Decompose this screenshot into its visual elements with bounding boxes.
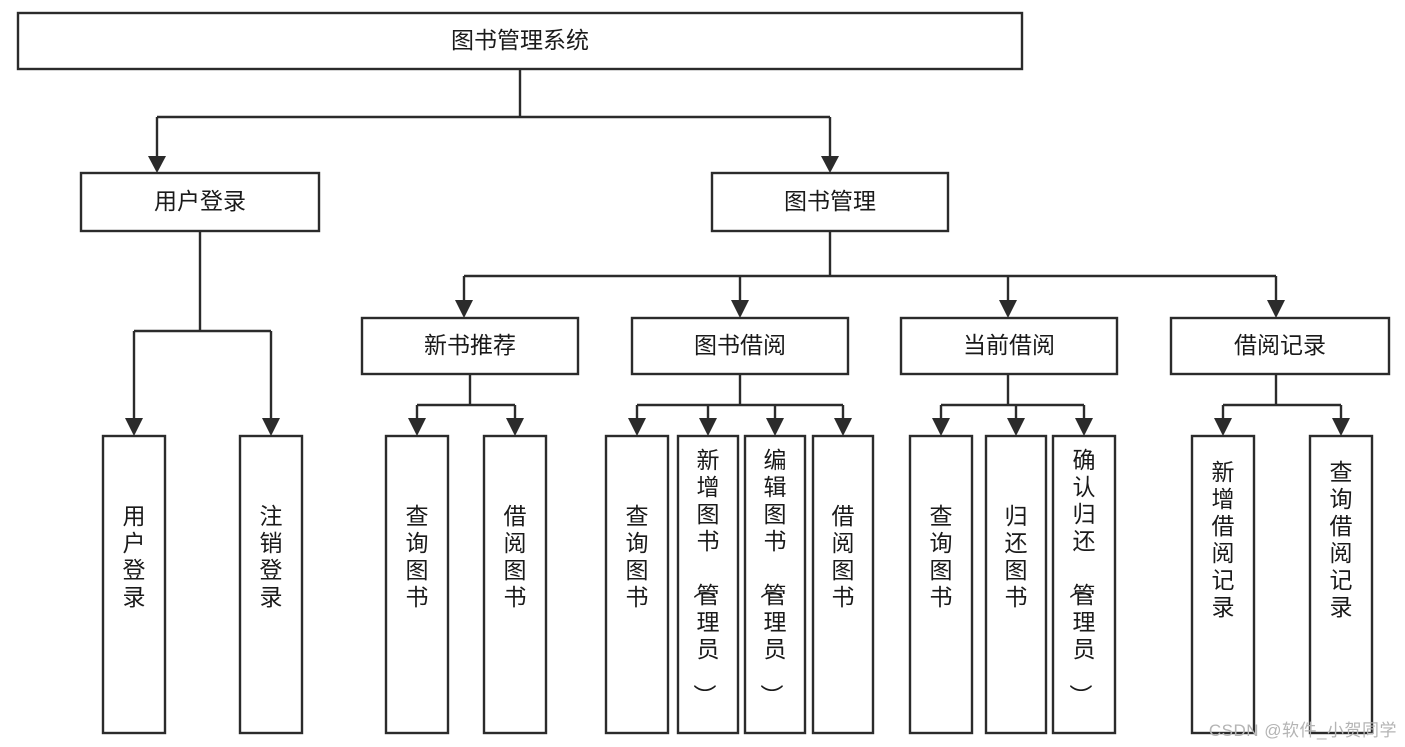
arrowhead-leaf-borrow-book [834, 418, 852, 436]
csdn-watermark: CSDN @软件_小贺同学 [1208, 721, 1397, 740]
arrowhead-borrow-record [1267, 300, 1285, 318]
node-user-login-box[interactable] [79, 171, 321, 233]
connector-group-root [148, 69, 839, 173]
node-leaf-user-login[interactable]: 用户登录 [101, 434, 167, 735]
node-leaf-add-book-admin-box[interactable] [676, 434, 740, 735]
node-leaf-confirm-return-admin[interactable]: 确认归还（管理员） [1051, 434, 1117, 735]
node-leaf-confirm-return-admin-box[interactable] [1051, 434, 1117, 735]
connector-group-book-borrow [628, 374, 852, 436]
node-leaf-return-book[interactable]: 归还图书 [984, 434, 1048, 735]
arrowhead-leaf-query-book-current [932, 418, 950, 436]
connector-group-borrow-record [1214, 374, 1350, 436]
connector-group-current-borrow [932, 374, 1093, 436]
node-leaf-query-borrow-record-box[interactable] [1308, 434, 1374, 735]
arrowhead-leaf-add-book-admin [699, 418, 717, 436]
arrowhead-leaf-confirm-return-admin [1075, 418, 1093, 436]
node-root-label: 图书管理系统 [451, 27, 589, 53]
node-leaf-add-book-admin-label: 新增图书（管理员） [692, 447, 720, 707]
connector-group-user-login [125, 231, 280, 436]
node-borrow-record[interactable]: 借阅记录 [1169, 316, 1391, 376]
node-book-borrow-box[interactable] [630, 316, 850, 376]
node-leaf-query-borrow-record-label: 查询借阅记录 [1330, 459, 1353, 620]
node-current-borrow[interactable]: 当前借阅 [899, 316, 1119, 376]
node-new-book-recommend-label: 新书推荐 [424, 332, 516, 358]
node-leaf-borrow-book[interactable]: 借阅图书 [811, 434, 875, 735]
arrowhead-new-book-recommend [455, 300, 473, 318]
node-book-borrow[interactable]: 图书借阅 [630, 316, 850, 376]
arrowhead-leaf-edit-book-admin [766, 418, 784, 436]
node-current-borrow-label: 当前借阅 [963, 332, 1055, 358]
node-leaf-borrow-book-label: 借阅图书 [832, 503, 855, 610]
node-leaf-return-book-box[interactable] [984, 434, 1048, 735]
arrowhead-leaf-logout [262, 418, 280, 436]
arrowhead-current-borrow [999, 300, 1017, 318]
node-root-box[interactable] [16, 11, 1024, 71]
arrowhead-leaf-borrow-book-new [506, 418, 524, 436]
arrowhead-user-login [148, 156, 166, 173]
node-leaf-query-book-current[interactable]: 查询图书 [908, 434, 974, 735]
node-leaf-user-login-box[interactable] [101, 434, 167, 735]
node-book-management[interactable]: 图书管理 [710, 171, 950, 233]
connector-group-book-management [455, 231, 1285, 318]
node-new-book-recommend-box[interactable] [360, 316, 580, 376]
node-user-login[interactable]: 用户登录 [79, 171, 321, 233]
node-leaf-confirm-return-admin-label: 确认归还（管理员） [1068, 447, 1096, 707]
node-leaf-edit-book-admin-label: 编辑图书（管理员） [759, 447, 787, 707]
node-leaf-add-borrow-record-label: 新增借阅记录 [1212, 459, 1235, 620]
node-root[interactable]: 图书管理系统 [16, 11, 1024, 71]
node-leaf-edit-book-admin[interactable]: 编辑图书（管理员） [743, 434, 807, 735]
arrowhead-leaf-query-book-new [408, 418, 426, 436]
node-leaf-borrow-book-new[interactable]: 借阅图书 [482, 434, 548, 735]
node-leaf-query-book-current-box[interactable] [908, 434, 974, 735]
node-leaf-query-borrow-record[interactable]: 查询借阅记录 [1308, 434, 1374, 735]
arrowhead-leaf-user-login [125, 418, 143, 436]
arrowhead-book-management [821, 156, 839, 173]
node-leaf-return-book-label: 归还图书 [1005, 503, 1028, 610]
node-leaf-borrow-book-new-label: 借阅图书 [504, 503, 527, 610]
node-leaf-add-borrow-record[interactable]: 新增借阅记录 [1190, 434, 1256, 735]
node-leaf-borrow-book-box[interactable] [811, 434, 875, 735]
node-leaf-logout-box[interactable] [238, 434, 304, 735]
node-borrow-record-label: 借阅记录 [1234, 332, 1326, 358]
node-user-login-label: 用户登录 [154, 188, 246, 214]
arrowhead-leaf-return-book [1007, 418, 1025, 436]
node-book-borrow-label: 图书借阅 [694, 332, 786, 358]
node-borrow-record-box[interactable] [1169, 316, 1391, 376]
node-leaf-borrow-book-new-box[interactable] [482, 434, 548, 735]
node-leaf-query-book-new[interactable]: 查询图书 [384, 434, 450, 735]
node-leaf-add-borrow-record-box[interactable] [1190, 434, 1256, 735]
node-leaf-query-book-new-box[interactable] [384, 434, 450, 735]
node-book-management-label: 图书管理 [784, 188, 876, 214]
node-leaf-query-book-borrow-label: 查询图书 [626, 503, 649, 610]
node-leaf-add-book-admin[interactable]: 新增图书（管理员） [676, 434, 740, 735]
node-leaf-query-book-current-label: 查询图书 [930, 503, 953, 610]
node-leaf-user-login-label: 用户登录 [123, 503, 146, 610]
arrowhead-leaf-query-book-borrow [628, 418, 646, 436]
node-new-book-recommend[interactable]: 新书推荐 [360, 316, 580, 376]
node-book-management-box[interactable] [710, 171, 950, 233]
node-leaf-query-book-new-label: 查询图书 [406, 503, 429, 610]
node-leaf-query-book-borrow[interactable]: 查询图书 [604, 434, 670, 735]
arrowhead-leaf-query-borrow-record [1332, 418, 1350, 436]
node-leaf-logout[interactable]: 注销登录 [238, 434, 304, 735]
connector-group-new-book-recommend [408, 374, 524, 436]
node-leaf-edit-book-admin-box[interactable] [743, 434, 807, 735]
node-leaf-query-book-borrow-box[interactable] [604, 434, 670, 735]
node-current-borrow-box[interactable] [899, 316, 1119, 376]
node-leaf-logout-label: 注销登录 [260, 503, 283, 610]
arrowhead-book-borrow [731, 300, 749, 318]
arrowhead-leaf-add-borrow-record [1214, 418, 1232, 436]
